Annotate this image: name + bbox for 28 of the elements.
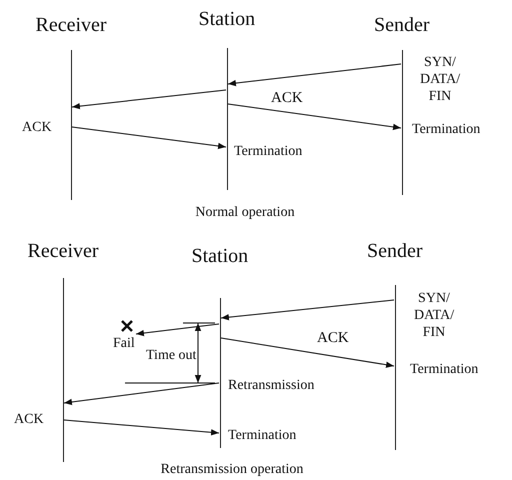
message-arrow: [64, 420, 220, 436]
message-arrow: [220, 338, 394, 368]
message-arrow: [136, 324, 220, 336]
message-label: SYN/ DATA/ FIN: [420, 54, 460, 105]
interval-label: Time out: [146, 348, 196, 364]
message-arrow: [72, 126, 226, 150]
message-label: ACK: [14, 412, 44, 428]
state-label: Termination: [234, 144, 302, 160]
lifeline-heading: Receiver: [36, 14, 107, 36]
lifeline-heading: Receiver: [28, 240, 99, 262]
lifeline-heading: Sender: [367, 240, 423, 262]
lifeline-heading: Station: [192, 245, 248, 267]
message-arrow: [220, 300, 394, 320]
caption: Normal operation: [195, 205, 295, 221]
state-label: Retransmission: [228, 378, 314, 394]
beside-text: Fail: [113, 336, 135, 352]
lifeline-heading: Station: [198, 8, 256, 30]
message-arrow: [72, 90, 226, 110]
state-label: Termination: [228, 428, 296, 444]
state-label: Termination: [410, 362, 478, 378]
caption: Retransmission operation: [160, 462, 304, 478]
message-label: ACK: [22, 120, 52, 136]
message-arrow: [228, 104, 402, 130]
lifeline-heading: Sender: [374, 14, 430, 36]
message-label: SYN/ DATA/ FIN: [414, 290, 454, 341]
state-label: Termination: [412, 122, 480, 138]
message-arrow: [228, 64, 402, 86]
message-arrow: [64, 382, 220, 406]
